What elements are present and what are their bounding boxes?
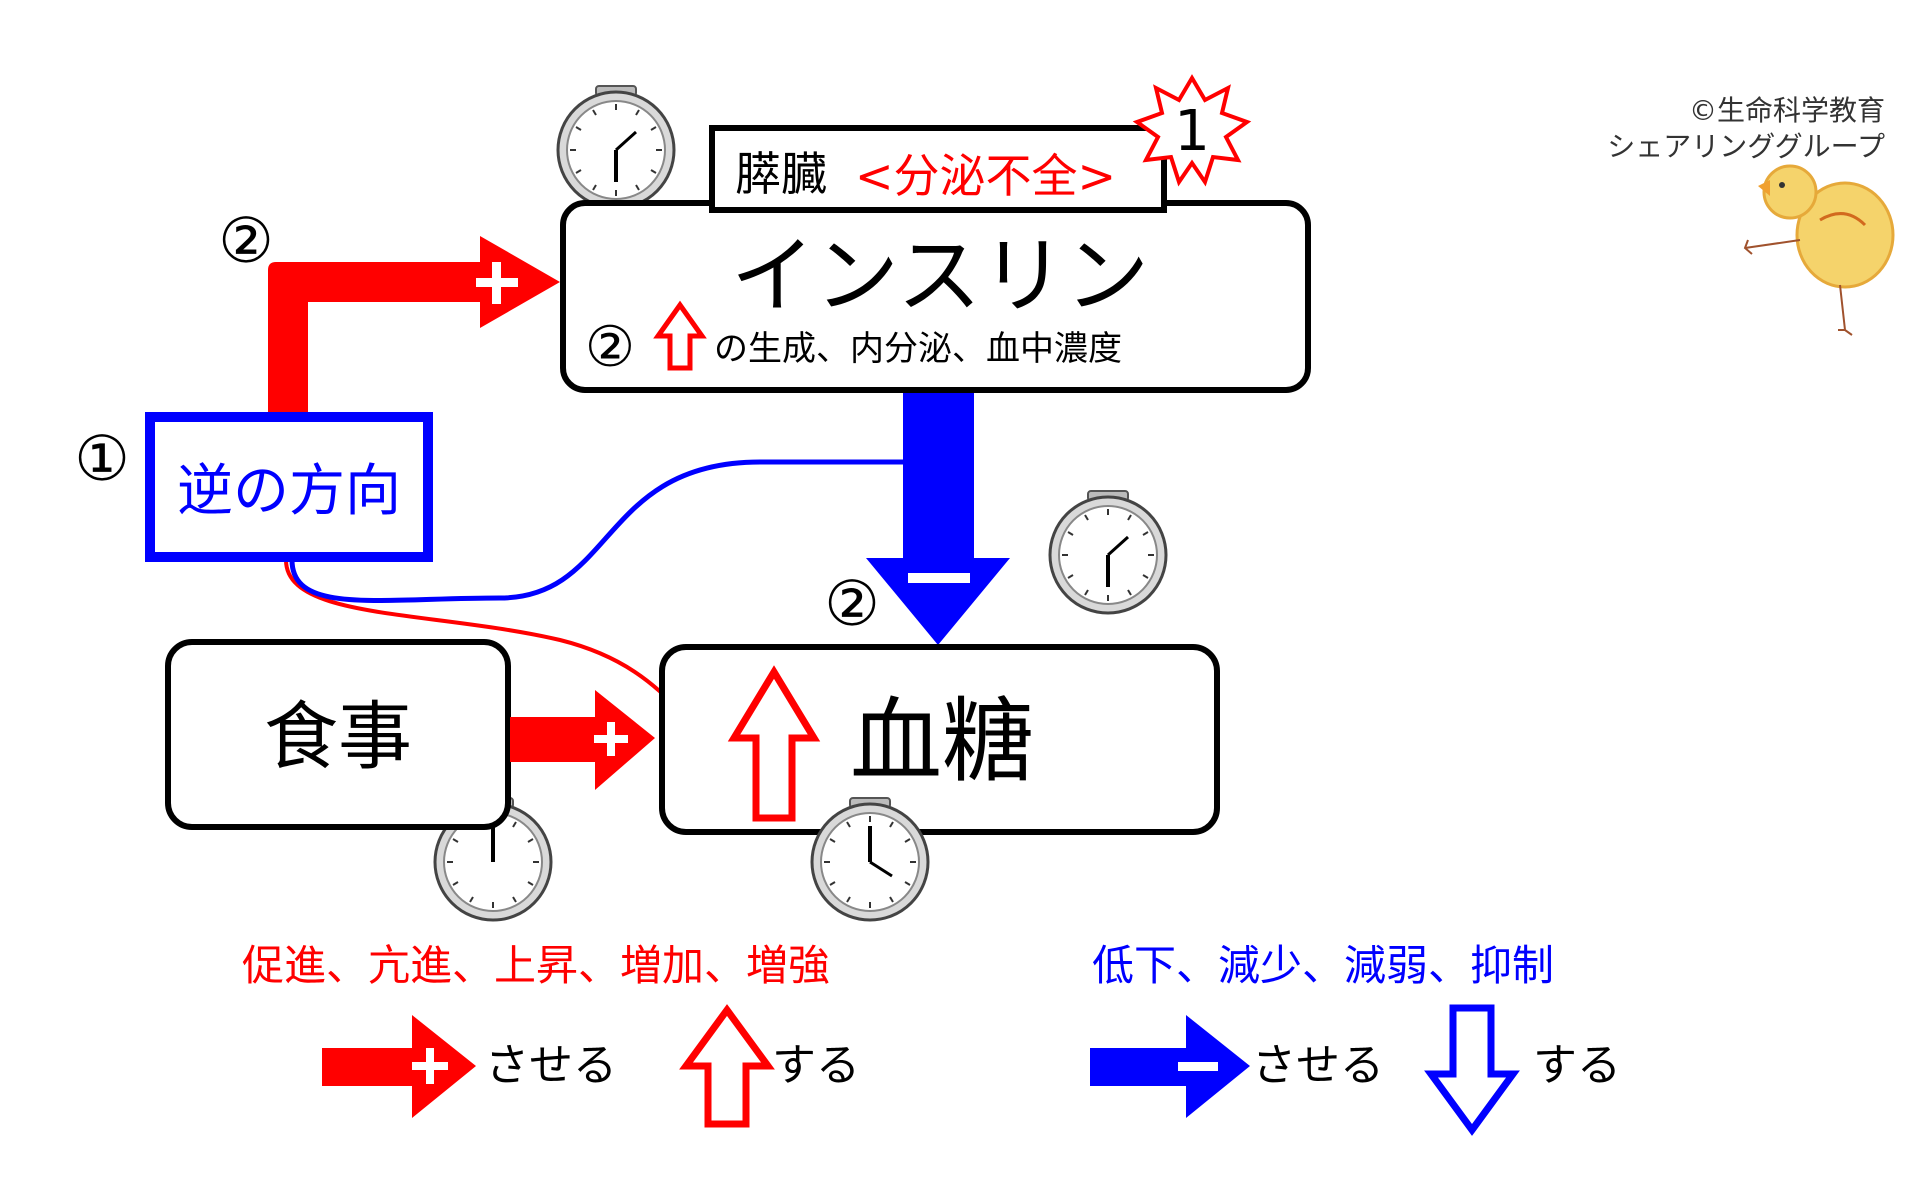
insulin-marker: ②	[585, 315, 635, 380]
promote-arrow-marker: ②	[218, 204, 274, 277]
suppress-arrow-to-blood-sugar	[866, 393, 1010, 645]
blue-link-curve	[289, 459, 905, 603]
blood-sugar-box: 血糖	[659, 644, 1220, 835]
stopwatch-icon-meal	[433, 796, 553, 922]
legend-suppress-self: する	[1533, 1040, 1621, 1091]
promote-arrow-to-insulin	[268, 236, 560, 412]
legend-suppress-cause: させる	[1252, 1040, 1384, 1091]
reverse-direction-label: 逆の方向	[177, 459, 401, 524]
copyright-line-2: シェアリンググループ	[1607, 130, 1885, 163]
chick-illustration	[1743, 164, 1895, 336]
legend-suppress-words: 低下、減少、減弱、抑制	[1092, 941, 1554, 990]
plus-icon	[476, 262, 518, 304]
legend-suppress-arrow	[1090, 1015, 1250, 1118]
reverse-marker: ①	[74, 422, 130, 495]
minus-icon	[908, 573, 970, 583]
legend-promote-words: 促進、亢進、上昇、増加、増強	[242, 941, 830, 990]
legend-down-arrow-icon	[1424, 1004, 1520, 1136]
legend-promote-self: する	[772, 1040, 860, 1091]
up-arrow-icon-blood-sugar	[727, 665, 821, 822]
plus-icon	[412, 1048, 448, 1084]
insulin-title: インスリン	[731, 227, 1149, 325]
legend-up-arrow-icon	[679, 1004, 775, 1128]
burst-badge-number: 1	[1174, 99, 1210, 164]
reverse-direction-box: 逆の方向	[145, 412, 433, 562]
stopwatch-icon-pancreas	[556, 84, 676, 210]
stopwatch-icon-sugar-top	[1048, 489, 1168, 615]
up-arrow-icon-insulin	[653, 300, 707, 371]
blood-sugar-label: 血糖	[850, 688, 1034, 795]
minus-icon	[1178, 1062, 1218, 1071]
suppress-arrow-marker: ②	[824, 567, 880, 640]
meal-box: 食事	[165, 639, 511, 830]
pancreas-label: 膵臓	[735, 147, 827, 201]
promote-arrow-to-blood-sugar	[510, 690, 655, 790]
pancreas-label-box: 膵臓 <分泌不全>	[709, 125, 1167, 213]
pancreas-status: <分泌不全>	[855, 149, 1116, 203]
plus-icon	[594, 722, 628, 756]
meal-label: 食事	[264, 694, 412, 780]
insulin-caption: の生成、内分泌、血中濃度	[714, 329, 1122, 369]
legend-promote-arrow	[322, 1015, 476, 1118]
stopwatch-icon-sugar-bottom	[810, 796, 930, 922]
copyright-line-1: ©生命科学教育	[1689, 94, 1885, 127]
insulin-box: インスリン ② の生成、内分泌、血中濃度	[560, 200, 1311, 393]
burst-badge: 1	[1132, 74, 1252, 187]
legend-promote-cause: させる	[485, 1040, 617, 1091]
